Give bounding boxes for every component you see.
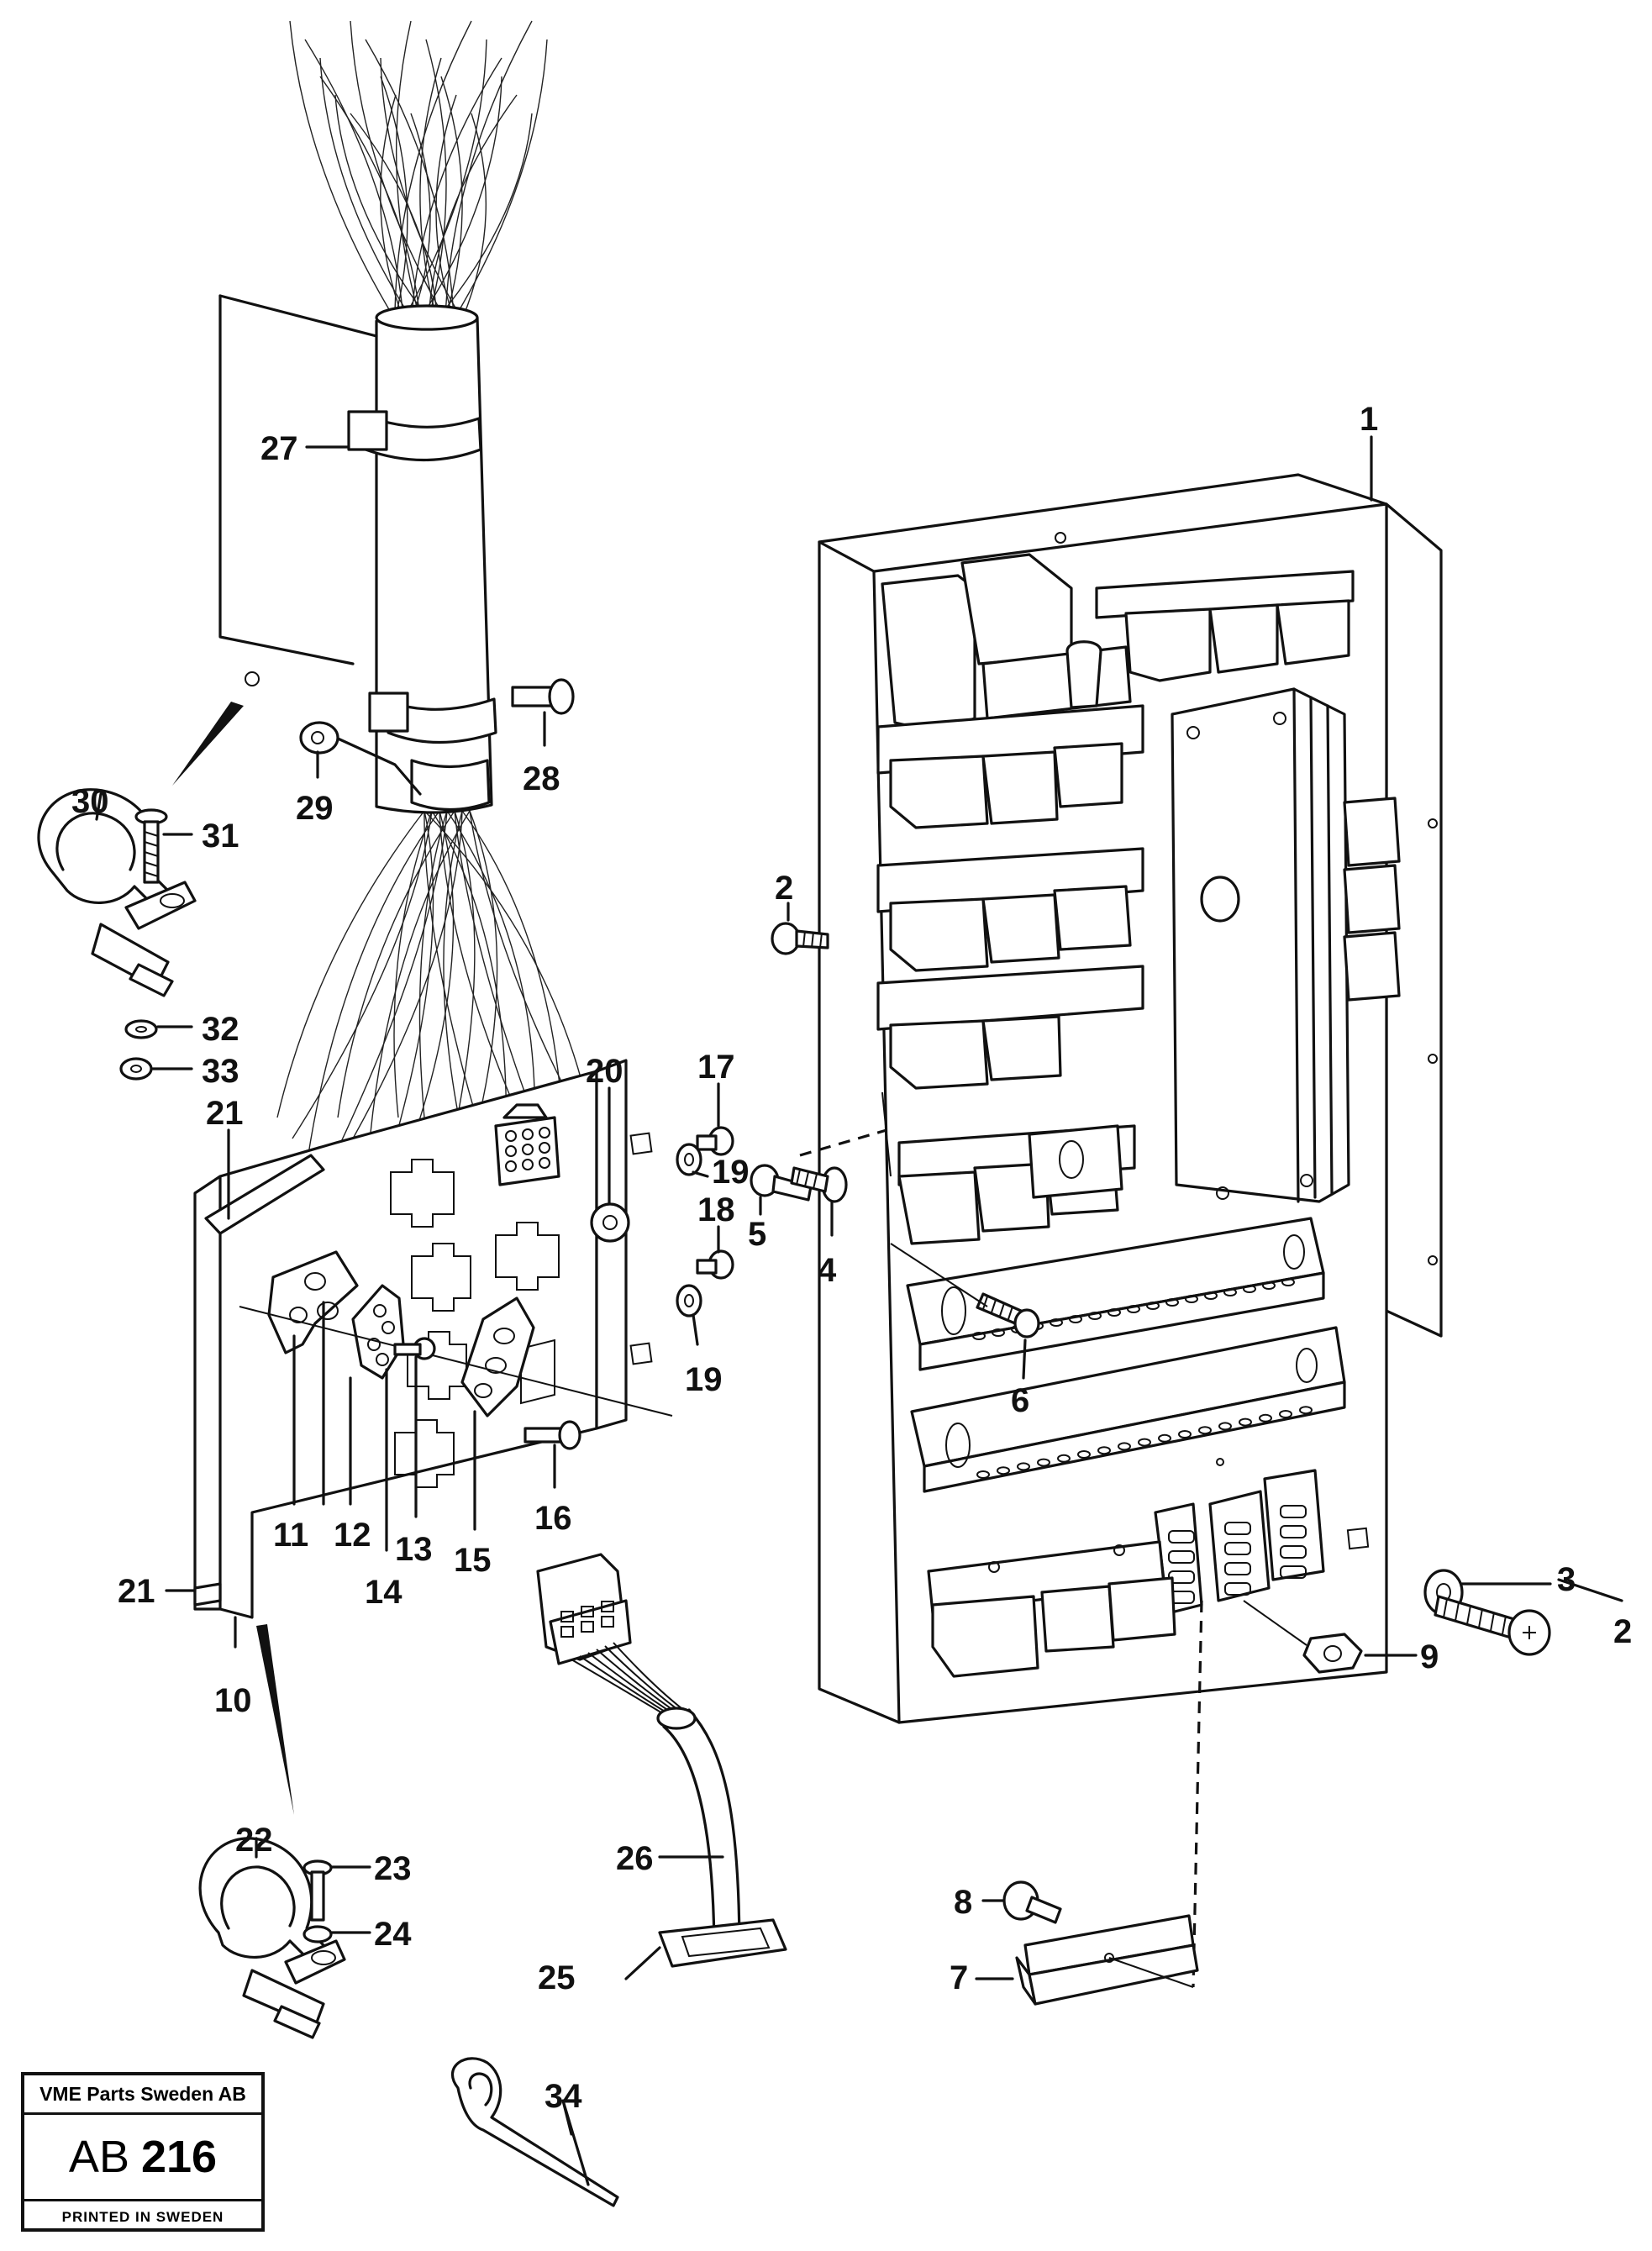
harness-grommet: [410, 759, 491, 812]
washer-32: [124, 1019, 158, 1039]
hole-guide: [881, 1091, 892, 1177]
harness-clamp-lower: [387, 697, 497, 744]
callout-3: 3: [1557, 1561, 1576, 1598]
drawing-reference: AB 216: [24, 2115, 261, 2201]
screw-8: [1002, 1880, 1062, 1924]
screw-23: [303, 1859, 333, 1922]
callout-21-lower: 21: [118, 1573, 155, 1610]
pointer-arrow-lower: [256, 1624, 294, 1815]
bracket-hole: [245, 671, 260, 686]
callout-4: 4: [818, 1252, 837, 1289]
strip-21-lower: [193, 1582, 222, 1607]
washer-24: [303, 1925, 333, 1943]
reference-prefix: AB: [68, 2132, 129, 2182]
locating-wire: [239, 1306, 673, 1417]
harness-sleeve-top: [375, 304, 479, 331]
screw-2-lower: [1434, 1595, 1551, 1656]
callout-10: 10: [214, 1682, 252, 1719]
hose-clamp-22: [198, 1837, 346, 2039]
callout-17: 17: [697, 1049, 735, 1086]
callout-19-upper: 19: [712, 1154, 750, 1191]
screw-6-guide: [890, 1243, 988, 1307]
callout-32: 32: [202, 1011, 239, 1048]
grommet-15: [460, 1296, 535, 1417]
cable-tie-34: [450, 2057, 619, 2207]
wire-strands-top: [289, 20, 548, 320]
callout-8: 8: [954, 1884, 972, 1921]
relay-panel-1: [818, 473, 1443, 1724]
upper-bracket-plate: [218, 294, 355, 665]
callout-11: 11: [273, 1517, 308, 1554]
nut-29: [299, 721, 339, 755]
nut-9: [1302, 1633, 1363, 1674]
strip-21-upper: [204, 1154, 325, 1235]
washer-19-lower: [676, 1284, 702, 1317]
callout-1: 1: [1360, 401, 1378, 438]
callout-34: 34: [545, 2078, 582, 2115]
publisher-name: VME Parts Sweden AB: [24, 2075, 261, 2115]
screw-5: [750, 1164, 813, 1202]
bracket-lower-edge: [334, 736, 422, 796]
callout-2-upper: 2: [775, 870, 793, 907]
grommet-11: [267, 1250, 359, 1354]
callout-31: 31: [202, 818, 239, 855]
assembly-line-7: [1192, 1600, 1203, 1988]
callout-19-lower: 19: [685, 1361, 723, 1398]
callout-5: 5: [748, 1216, 766, 1253]
clamp-tab-lower: [368, 692, 409, 733]
callout-6: 6: [1011, 1382, 1029, 1419]
callout-labels: 1 2 2 3 4 5 6 7 8 9 10 11 12 13 14 15 16…: [71, 401, 1632, 2115]
callout-25: 25: [538, 1959, 576, 1996]
callout-9: 9: [1420, 1638, 1439, 1675]
harness-clamp-upper: [364, 414, 482, 462]
callout-24: 24: [374, 1916, 412, 1953]
callout-21-upper: 21: [206, 1095, 244, 1132]
bracket-7: [1015, 1914, 1199, 2006]
nut-33: [119, 1057, 153, 1081]
callout-16: 16: [534, 1500, 572, 1537]
callout-2-lower: 2: [1613, 1613, 1632, 1650]
callout-13: 13: [395, 1531, 433, 1568]
grommet-20: [590, 1202, 630, 1243]
callout-23: 23: [374, 1850, 412, 1887]
screw-28: [511, 678, 575, 715]
callout-7: 7: [950, 1959, 968, 1996]
screw-16: [523, 1420, 581, 1450]
clamp-tab-upper: [347, 410, 388, 451]
nut-9-guide: [1243, 1600, 1307, 1646]
callout-26: 26: [616, 1840, 654, 1877]
callout-20: 20: [586, 1053, 623, 1090]
print-origin: PRINTED IN SWEDEN: [61, 2209, 224, 2225]
screw-17: [696, 1126, 734, 1156]
callout-14: 14: [365, 1574, 402, 1611]
callout-27: 27: [260, 430, 298, 467]
reference-number: 216: [140, 2132, 218, 2182]
connector-harness-26: [536, 1553, 787, 1968]
callout-30: 30: [71, 783, 109, 820]
screw-6: [976, 1292, 1040, 1339]
callout-12: 12: [334, 1517, 371, 1554]
upper-bracket-top-edge: [218, 294, 378, 338]
callout-28: 28: [523, 760, 560, 797]
callout-18: 18: [697, 1191, 735, 1228]
cable-harness: [276, 20, 596, 1208]
publisher-stamp: VME Parts Sweden AB AB 216 PRINTED IN SW…: [21, 2072, 265, 2232]
leader-lines: [95, 435, 1623, 2186]
assembly-line-4: [799, 1128, 887, 1157]
callout-33: 33: [202, 1053, 239, 1090]
nine-pin-connector: [494, 1103, 560, 1186]
screw-2-upper: [771, 922, 829, 955]
screw-4: [790, 1166, 848, 1203]
hose-clamp-30: [37, 788, 197, 997]
callout-15: 15: [454, 1542, 492, 1579]
washer-19-upper: [676, 1143, 702, 1176]
screw-13: [393, 1337, 436, 1360]
pointer-arrow-upper: [172, 702, 244, 786]
callout-22: 22: [235, 1822, 273, 1859]
screw-18: [696, 1249, 734, 1280]
screw-31: [134, 808, 168, 884]
callout-29: 29: [296, 790, 334, 827]
